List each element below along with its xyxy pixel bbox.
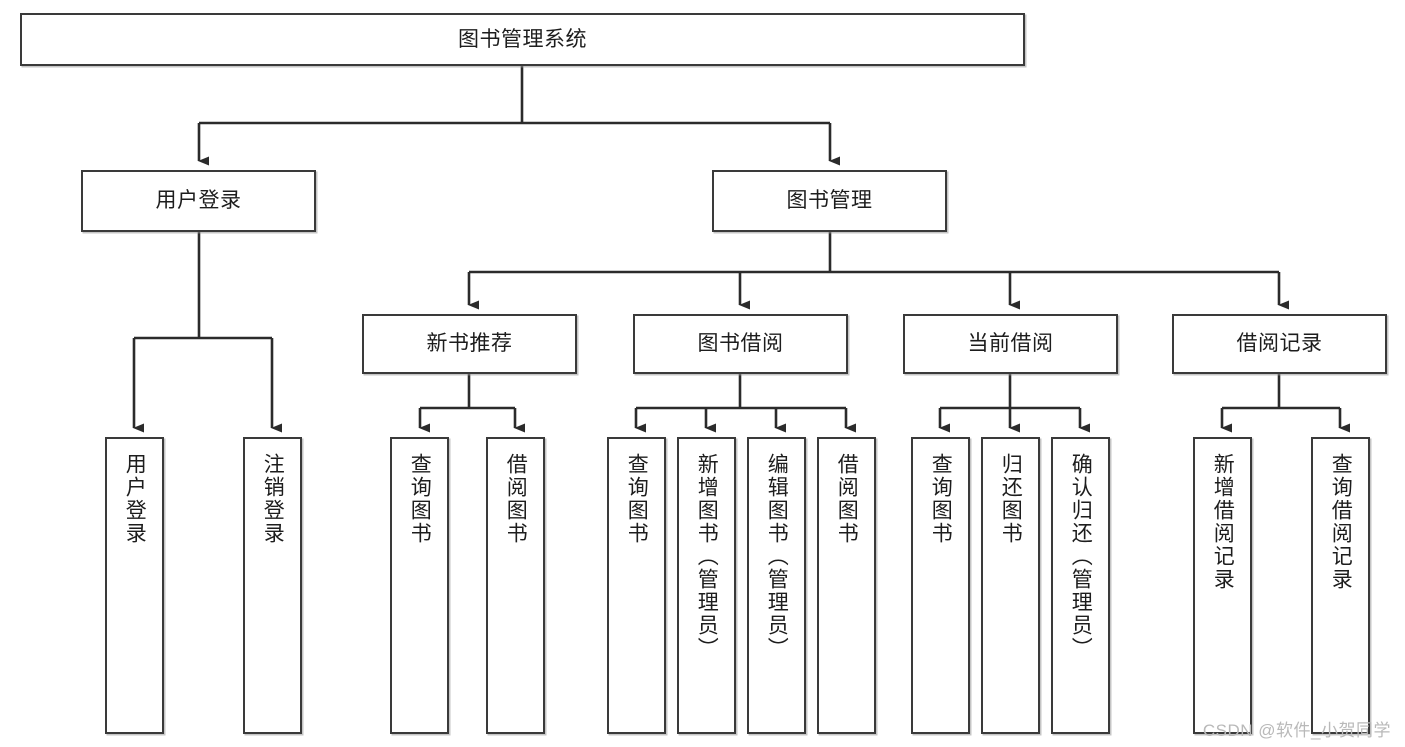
node-label: 注销登录 bbox=[261, 453, 285, 545]
node-label: 图书管理 bbox=[786, 189, 873, 213]
leaf-borrow-book[interactable]: 借阅图书 bbox=[817, 437, 876, 734]
node-label: 新书推荐 bbox=[426, 332, 513, 356]
node-label: 编辑图书（管理员） bbox=[765, 453, 789, 660]
node-label: 新增借阅记录 bbox=[1211, 453, 1235, 591]
leaf-query-borrow-record[interactable]: 查询借阅记录 bbox=[1311, 437, 1370, 734]
node-current-borrow[interactable]: 当前借阅 bbox=[903, 314, 1118, 374]
leaf-borrow-book-recommend[interactable]: 借阅图书 bbox=[486, 437, 545, 734]
node-label: 新增图书（管理员） bbox=[695, 453, 719, 660]
node-label: 归还图书 bbox=[999, 453, 1023, 545]
node-root-system[interactable]: 图书管理系统 bbox=[20, 13, 1025, 66]
node-book-borrow[interactable]: 图书借阅 bbox=[633, 314, 848, 374]
leaf-add-book-admin[interactable]: 新增图书（管理员） bbox=[677, 437, 736, 734]
leaf-logout[interactable]: 注销登录 bbox=[243, 437, 302, 734]
node-label: 图书借阅 bbox=[697, 332, 784, 356]
node-label: 查询图书 bbox=[625, 453, 649, 545]
node-label: 用户登录 bbox=[155, 189, 242, 213]
node-label: 借阅图书 bbox=[835, 453, 859, 545]
leaf-confirm-return-admin[interactable]: 确认归还（管理员） bbox=[1051, 437, 1110, 734]
leaf-query-book-borrow[interactable]: 查询图书 bbox=[607, 437, 666, 734]
leaf-edit-book-admin[interactable]: 编辑图书（管理员） bbox=[747, 437, 806, 734]
node-label: 用户登录 bbox=[123, 453, 147, 545]
node-label: 查询借阅记录 bbox=[1329, 453, 1353, 591]
leaf-add-borrow-record[interactable]: 新增借阅记录 bbox=[1193, 437, 1252, 734]
leaf-user-login[interactable]: 用户登录 bbox=[105, 437, 164, 734]
node-book-management[interactable]: 图书管理 bbox=[712, 170, 947, 232]
node-label: 当前借阅 bbox=[967, 332, 1054, 356]
leaf-query-book-current[interactable]: 查询图书 bbox=[911, 437, 970, 734]
node-label: 图书管理系统 bbox=[458, 27, 587, 51]
node-label: 借阅记录 bbox=[1236, 332, 1323, 356]
node-new-book-recommend[interactable]: 新书推荐 bbox=[362, 314, 577, 374]
leaf-query-book-recommend[interactable]: 查询图书 bbox=[390, 437, 449, 734]
node-label: 借阅图书 bbox=[504, 453, 528, 545]
node-label: 查询图书 bbox=[929, 453, 953, 545]
node-label: 确认归还（管理员） bbox=[1069, 453, 1093, 660]
node-borrow-record[interactable]: 借阅记录 bbox=[1172, 314, 1387, 374]
node-user-login[interactable]: 用户登录 bbox=[81, 170, 316, 232]
leaf-return-book[interactable]: 归还图书 bbox=[981, 437, 1040, 734]
node-label: 查询图书 bbox=[408, 453, 432, 545]
